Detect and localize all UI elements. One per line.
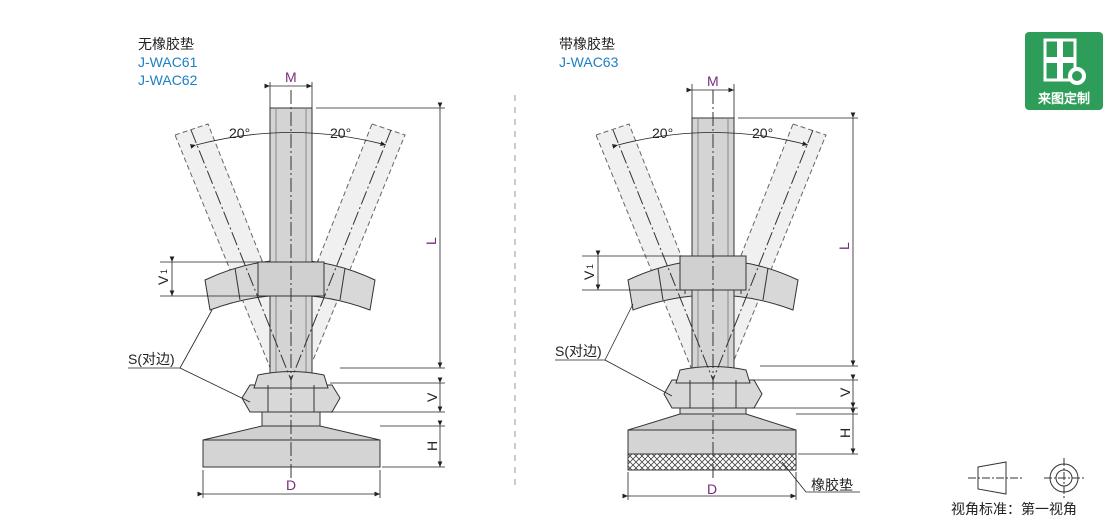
left-dim-V1-subscript: 1 bbox=[159, 269, 169, 274]
right-dim-V1: V bbox=[581, 270, 597, 280]
left-drawing bbox=[174, 107, 406, 468]
right-dim-S: S(对边) bbox=[555, 343, 602, 359]
right-drawing bbox=[595, 117, 827, 471]
left-title: 无橡胶垫 bbox=[138, 36, 194, 52]
right-dim-V: V bbox=[837, 387, 853, 397]
badge-label: 来图定制 bbox=[1037, 91, 1090, 106]
right-dim-H: H bbox=[837, 428, 853, 438]
left-dim-L: L bbox=[423, 237, 439, 245]
right-title: 带橡胶垫 bbox=[559, 36, 615, 52]
left-dim-H: H bbox=[424, 441, 440, 451]
left-dim-V1: V bbox=[155, 275, 171, 285]
view-standard-label: 视角标准：第一视角 bbox=[951, 501, 1077, 517]
first-angle-projection-icon bbox=[968, 458, 1084, 498]
rubber-pad-label: 橡胶垫 bbox=[811, 477, 853, 493]
right-angle-left: 20° bbox=[652, 125, 673, 141]
right-dim-L: L bbox=[836, 242, 852, 250]
left-code-2: J-WAC62 bbox=[138, 72, 198, 88]
custom-drawing-badge[interactable]: 来图定制 bbox=[1025, 32, 1103, 110]
left-angle-right: 20° bbox=[330, 125, 351, 141]
left-dim-V: V bbox=[424, 392, 440, 402]
right-dim-M: M bbox=[707, 73, 719, 89]
left-code-1: J-WAC61 bbox=[138, 54, 198, 70]
left-angle-left: 20° bbox=[229, 125, 250, 141]
right-dim-D: D bbox=[707, 481, 717, 497]
left-dim-M: M bbox=[285, 69, 297, 85]
left-dim-D: D bbox=[286, 477, 296, 493]
right-code-1: J-WAC63 bbox=[559, 54, 619, 70]
document-edit-icon bbox=[1043, 38, 1086, 85]
right-dim-V1-subscript: 1 bbox=[585, 264, 595, 269]
left-dim-S: S(对边) bbox=[128, 351, 175, 367]
right-angle-right: 20° bbox=[752, 125, 773, 141]
